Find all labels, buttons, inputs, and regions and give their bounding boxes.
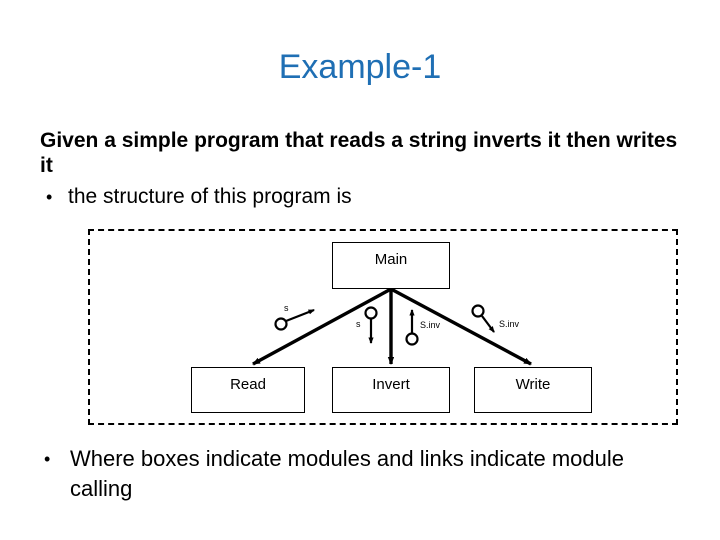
page-title: Example-1: [278, 48, 442, 86]
flow-label-invert-out: S.inv: [420, 320, 441, 330]
footer-bullet-item: • Where boxes indicate modules and links…: [44, 444, 684, 504]
call-link-main-read: [252, 287, 392, 366]
data-flow-write-in: [471, 304, 495, 333]
bullet-marker-icon: •: [46, 187, 53, 207]
footer-bullet-marker-icon: •: [44, 449, 51, 469]
flow-label-read-out: s: [284, 303, 289, 313]
flow-label-write-in: S.inv: [499, 319, 520, 329]
module-box-invert[interactable]: Invert: [332, 367, 450, 413]
footer-text-block: • Where boxes indicate modules and links…: [44, 444, 684, 504]
intro-bullet-label: the structure of this program is: [68, 185, 352, 208]
footer-bullet-label: Where boxes indicate modules and links i…: [70, 446, 624, 501]
lead-paragraph: Given a simple program that reads a stri…: [40, 129, 678, 177]
module-box-write[interactable]: Write: [474, 367, 592, 413]
module-box-main[interactable]: Main: [332, 242, 450, 289]
data-flow-invert-out: [405, 309, 419, 346]
data-flow-read-out: [274, 308, 315, 331]
flow-label-invert-in: s: [356, 319, 361, 329]
intro-text-block: Given a simple program that reads a stri…: [40, 128, 680, 210]
structure-chart-container: Main Read Invert Write s s S.inv S.inv: [88, 229, 678, 425]
module-box-read[interactable]: Read: [191, 367, 305, 413]
data-flow-invert-in: [364, 306, 378, 344]
structure-chart-links: [252, 287, 532, 366]
intro-bullet-item: • the structure of this program is: [40, 184, 680, 210]
call-link-main-write: [390, 287, 532, 366]
